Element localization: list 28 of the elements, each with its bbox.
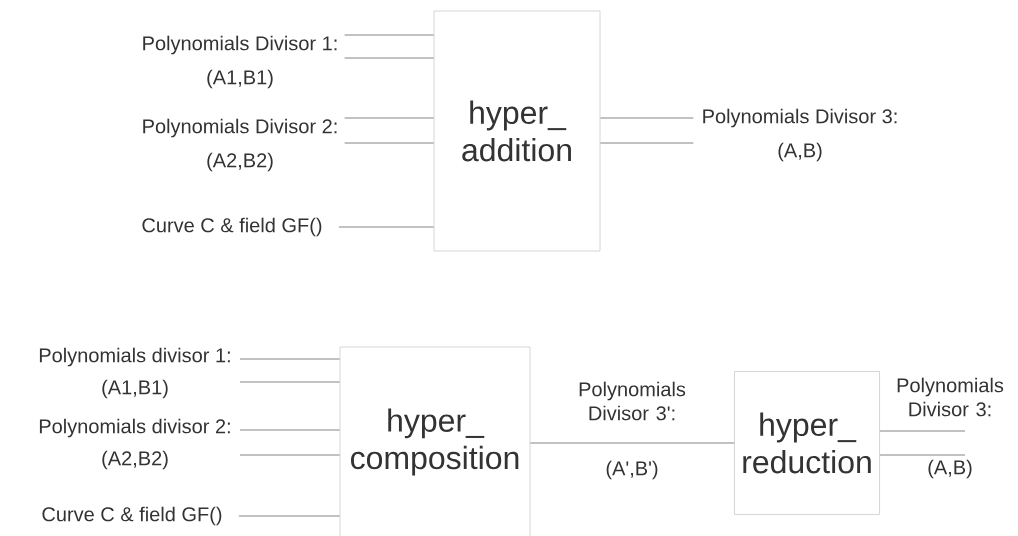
connector-line [600, 142, 694, 144]
process-box: hyper_ reduction [734, 371, 880, 515]
process-box: hyper_ composition [339, 346, 531, 536]
connector-line [600, 117, 694, 119]
connector-line [344, 142, 434, 144]
connector-line [239, 381, 340, 383]
connector-line [239, 454, 340, 456]
connector-line [338, 226, 434, 228]
connector-line [530, 442, 735, 444]
signal-label: Polynomials divisor 2: (A2,B2) [39, 418, 230, 470]
connector-line [879, 454, 966, 456]
signal-label: Curve C & field GF() [42, 506, 222, 526]
signal-label: Polynomials Divisor 3: (A,B) [703, 108, 897, 162]
signal-label: Polynomials divisor 1: (A1,B1) [39, 347, 230, 399]
signal-label: Curve C & field GF() [142, 217, 322, 237]
signal-label: Polynomials Divisor 3: (A,B) [897, 377, 1004, 479]
signal-label: (A',B') [606, 460, 658, 480]
connector-line [344, 34, 434, 36]
edge-label: Polynomials Divisor 3': [563, 380, 701, 422]
process-box: hyper_ addition [433, 10, 601, 252]
signal-label: Polynomials Divisor 2: (A2,B2) [143, 118, 337, 172]
connector-line [344, 57, 434, 59]
connector-line [879, 430, 966, 432]
connector-line [238, 515, 340, 517]
signal-label: Polynomials Divisor 1: (A1,B1) [143, 35, 337, 89]
connector-line [239, 429, 340, 431]
connector-line [344, 117, 434, 119]
connector-line [239, 358, 340, 360]
